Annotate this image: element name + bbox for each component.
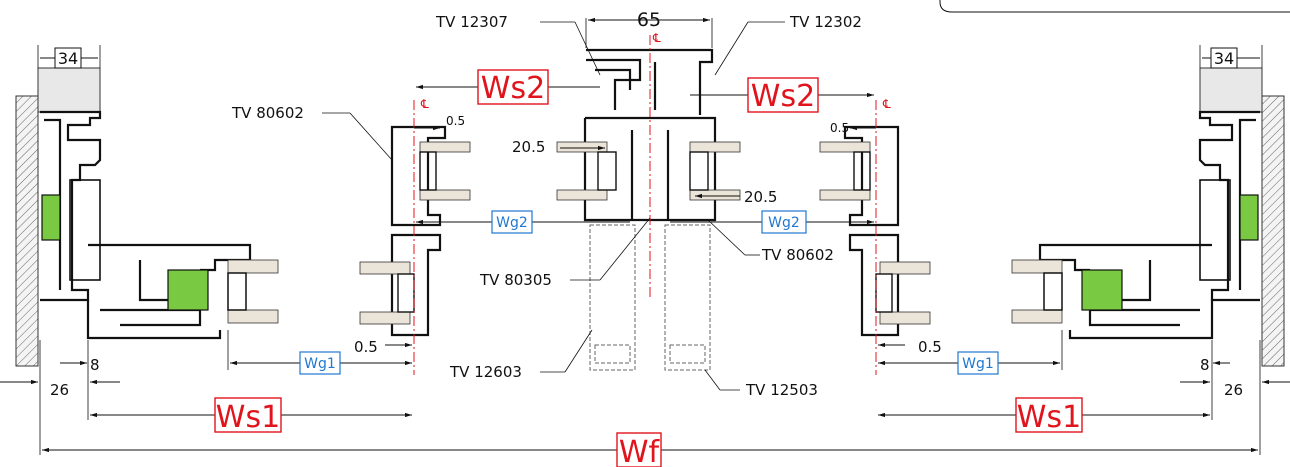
dim-65: 65 — [637, 9, 661, 31]
right-wall — [1199, 67, 1285, 367]
left-sash-profile — [359, 125, 471, 337]
wg2-right-box: Wg2 — [768, 215, 800, 231]
label-tv-80602-right: TV 80602 — [761, 246, 834, 264]
centerline-symbol-left: ℄ — [420, 97, 429, 111]
wg1-right-box: Wg1 — [962, 356, 994, 372]
ws2-right-box: Ws2 — [751, 79, 815, 114]
label-tv-80305: TV 80305 — [479, 271, 552, 289]
wg2-left-box: Wg2 — [496, 215, 528, 231]
center-mullion-profile — [556, 48, 741, 371]
label-tv-12302: TV 12302 — [789, 13, 862, 31]
label-tv-12503: TV 12503 — [745, 381, 818, 399]
left-wall — [15, 67, 101, 367]
label-tv-12603: TV 12603 — [449, 363, 522, 381]
wf-box: Wf — [619, 435, 661, 467]
ws1-right-box: Ws1 — [1017, 400, 1081, 435]
left-outer-frame-profile — [40, 110, 279, 340]
right-outer-frame-profile — [1011, 110, 1260, 340]
centerline-symbol-right: ℄ — [882, 97, 891, 111]
dim-05-top-right: 0.5 — [830, 121, 849, 135]
ws2-left-box: Ws2 — [481, 71, 545, 106]
panel-corner — [939, 0, 1290, 13]
dim-05-bottom-right: 0.5 — [918, 338, 942, 356]
wg1-left-box: Wg1 — [304, 356, 336, 372]
ws1-left-box: Ws1 — [216, 400, 280, 435]
label-tv-12307: TV 12307 — [435, 13, 508, 31]
dim-8-right: 8 — [1200, 356, 1210, 374]
right-sash-profile — [819, 125, 931, 337]
dim-34-left: 34 — [58, 49, 78, 68]
dim-05-top-left: 0.5 — [446, 114, 465, 128]
dim-26-right: 26 — [1224, 381, 1243, 399]
dim-05-bottom-left: 0.5 — [354, 338, 378, 356]
centerline-symbol-center: ℄ — [652, 31, 661, 45]
dim-34-right: 34 — [1214, 49, 1234, 68]
dim-26-left: 26 — [50, 381, 69, 399]
dim-8-left: 8 — [90, 356, 100, 374]
dim-205-left: 20.5 — [512, 138, 545, 156]
label-tv-80602-left: TV 80602 — [231, 104, 304, 122]
dim-205-right: 20.5 — [744, 188, 777, 206]
